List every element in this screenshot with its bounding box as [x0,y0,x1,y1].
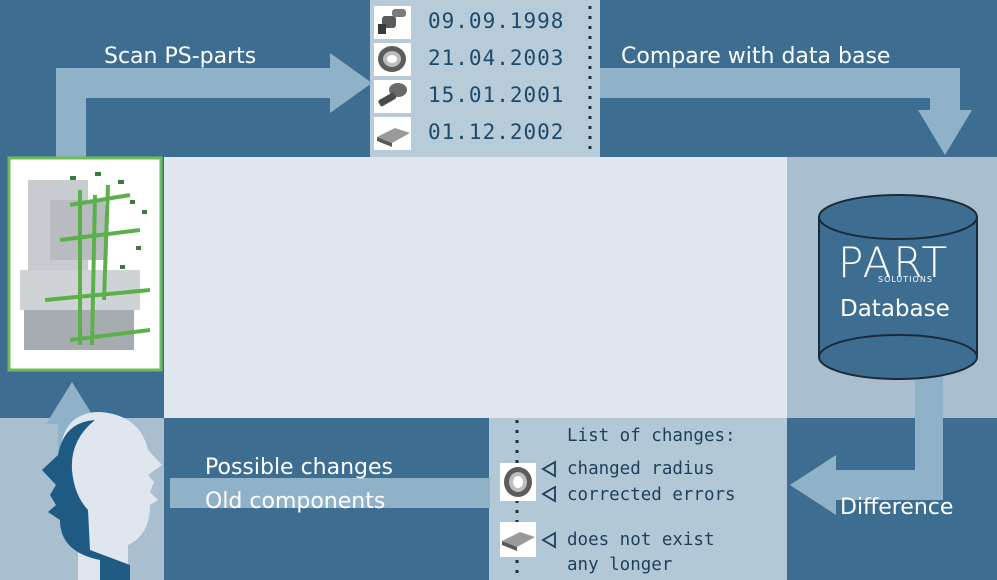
arrow-head-up-head [46,382,98,424]
part-date: 21.04.2003 [428,46,565,70]
part-date: 09.09.1998 [428,9,565,33]
parts-list [374,6,592,154]
arrow-compare-head [918,110,972,155]
pointer-icon [541,485,556,503]
partsolutions-logo: PART [838,238,950,287]
part-date: 15.01.2001 [428,83,565,107]
pipe-fitting-icon [378,9,406,34]
database-label: Database [840,296,950,322]
change-item: does not exist [567,530,715,550]
parts-list-item: 21.04.2003 [374,41,574,78]
compare-label: Compare with data base [621,44,891,69]
pointer-icon [541,531,556,549]
screw-icon [378,83,407,107]
arrow-compare-shaft [600,68,955,98]
arrow-scan-head [330,53,372,113]
arrow-difference-head [790,455,836,515]
change-item: any longer [567,555,673,575]
arrow-scan-shaft [56,68,336,98]
person-head-icon [42,412,162,580]
bearing-icon [500,463,536,501]
changes-panel [489,418,787,580]
arrow-changes-shaft [170,478,490,508]
parts-list-item: 01.12.2002 [374,115,574,152]
rail-icon [377,128,410,147]
scanned-model-image [7,156,163,372]
old-components-label: Old components [205,489,386,514]
possible-changes-label: Possible changes [205,455,394,480]
parts-list-item: 09.09.1998 [374,4,574,41]
database-cylinder [818,194,978,380]
parts-list-item: 15.01.2001 [374,78,574,115]
pointer-icon [541,460,556,478]
flow-arrows [46,53,972,515]
change-pointer-icons [541,460,556,549]
change-item: corrected errors [567,485,736,505]
partsolutions-logo-sub: SOLUTIONS [878,275,933,284]
bearing-icon [378,46,406,72]
difference-label: Difference [840,495,954,520]
changes-title: List of changes: [567,426,736,446]
scan-label: Scan PS-parts [104,44,257,69]
arrow-compare-down-shaft [930,68,960,113]
change-item: changed radius [567,459,715,479]
part-date: 01.12.2002 [428,120,565,144]
rail-icon [500,522,536,557]
arrow-difference-horizontal [830,470,943,500]
